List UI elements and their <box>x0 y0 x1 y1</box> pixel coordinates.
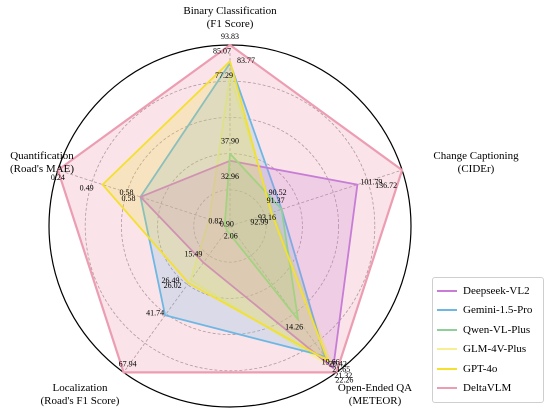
legend-label: GLM-4V-Plus <box>463 343 527 356</box>
axis-labels: Binary Classification(F1 Score) Change Ca… <box>10 5 519 407</box>
value-label: 19.66 <box>322 357 340 366</box>
value-label: 21.32 <box>334 371 352 380</box>
legend-label: Gemini-1.5-Pro <box>463 304 533 317</box>
spoke-2 <box>229 225 337 373</box>
spoke-1 <box>229 169 403 227</box>
value-label: 0.58 <box>121 194 135 203</box>
value-label: 2.06 <box>224 231 238 240</box>
legend-item: Gemini-1.5-Pro <box>437 301 539 321</box>
legend-swatch <box>437 309 457 312</box>
axis-label-2: Open-Ended QA(METEOR) <box>338 382 412 407</box>
radar-series <box>56 43 404 374</box>
value-label: 91.37 <box>267 196 285 205</box>
legend-swatch <box>437 328 457 331</box>
legend-swatch <box>437 289 457 292</box>
legend-item: Deepseek-VL2 <box>437 281 539 301</box>
value-label: 83.77 <box>237 56 255 65</box>
legend-swatch <box>437 367 457 370</box>
legend-label: DeltaVLM <box>463 382 512 395</box>
spoke-3 <box>123 225 231 373</box>
value-label: 90.52 <box>269 188 287 197</box>
legend-item: GPT-4o <box>437 359 539 379</box>
series-deepseek-vl2 <box>139 159 359 369</box>
legend-swatch <box>437 348 457 351</box>
legend-label: Deepseek-VL2 <box>463 284 530 297</box>
legend-label: Qwen-VL-Plus <box>463 323 531 336</box>
axis-label-0: Binary Classification(F1 Score) <box>183 5 277 30</box>
series-deltavlm <box>56 43 404 374</box>
series-qwen-vl-plus <box>223 152 300 321</box>
value-label: 0.82 <box>208 216 222 225</box>
value-label: 67.94 <box>119 359 137 368</box>
value-label: 26.49 <box>162 276 180 285</box>
value-label: 85.07 <box>213 46 231 55</box>
legend-label: GPT-4o <box>463 362 498 375</box>
grid-circle-3 <box>121 117 339 335</box>
value-label: 0.49 <box>80 184 94 193</box>
value-label: 77.29 <box>215 71 233 80</box>
value-label: 41.74 <box>146 308 164 317</box>
value-label: 0.24 <box>51 173 65 182</box>
legend-item: GLM-4V-Plus <box>437 340 539 360</box>
value-label: 0.90 <box>220 219 234 228</box>
value-label: 93.16 <box>258 213 276 222</box>
value-label: 37.90 <box>221 137 239 146</box>
value-label: 15.49 <box>184 250 202 259</box>
value-label: 14.26 <box>285 323 303 332</box>
value-label: 21.65 <box>332 365 350 374</box>
axis-label-1: Change Captioning(CIDEr) <box>433 150 519 175</box>
legend-swatch <box>437 387 457 390</box>
series-gemini-1-5-pro <box>139 62 326 358</box>
spoke-4 <box>57 169 231 227</box>
value-label: 22.26 <box>335 375 353 384</box>
value-label: 20.42 <box>329 360 347 369</box>
value-label: 32.96 <box>221 172 239 181</box>
value-label: 26.02 <box>164 281 182 290</box>
legend-item: DeltaVLM <box>437 379 539 399</box>
value-label: 101.79 <box>360 178 382 187</box>
legend-item: Qwen-VL-Plus <box>437 320 539 340</box>
series-gpt-4o <box>101 60 329 362</box>
value-label: 92.99 <box>250 218 268 227</box>
value-label: 136.72 <box>375 181 397 190</box>
axis-label-3: Localization(Road's F1 Score) <box>41 382 120 407</box>
axis-label-4: Quantification(Road's MAE) <box>10 150 74 175</box>
value-label: 93.83 <box>221 32 239 41</box>
value-labels: 32.96 101.79 21.32 15.49 0.58 83.77 90.52 19.66… <box>51 32 397 384</box>
value-label: 0.58 <box>119 188 133 197</box>
